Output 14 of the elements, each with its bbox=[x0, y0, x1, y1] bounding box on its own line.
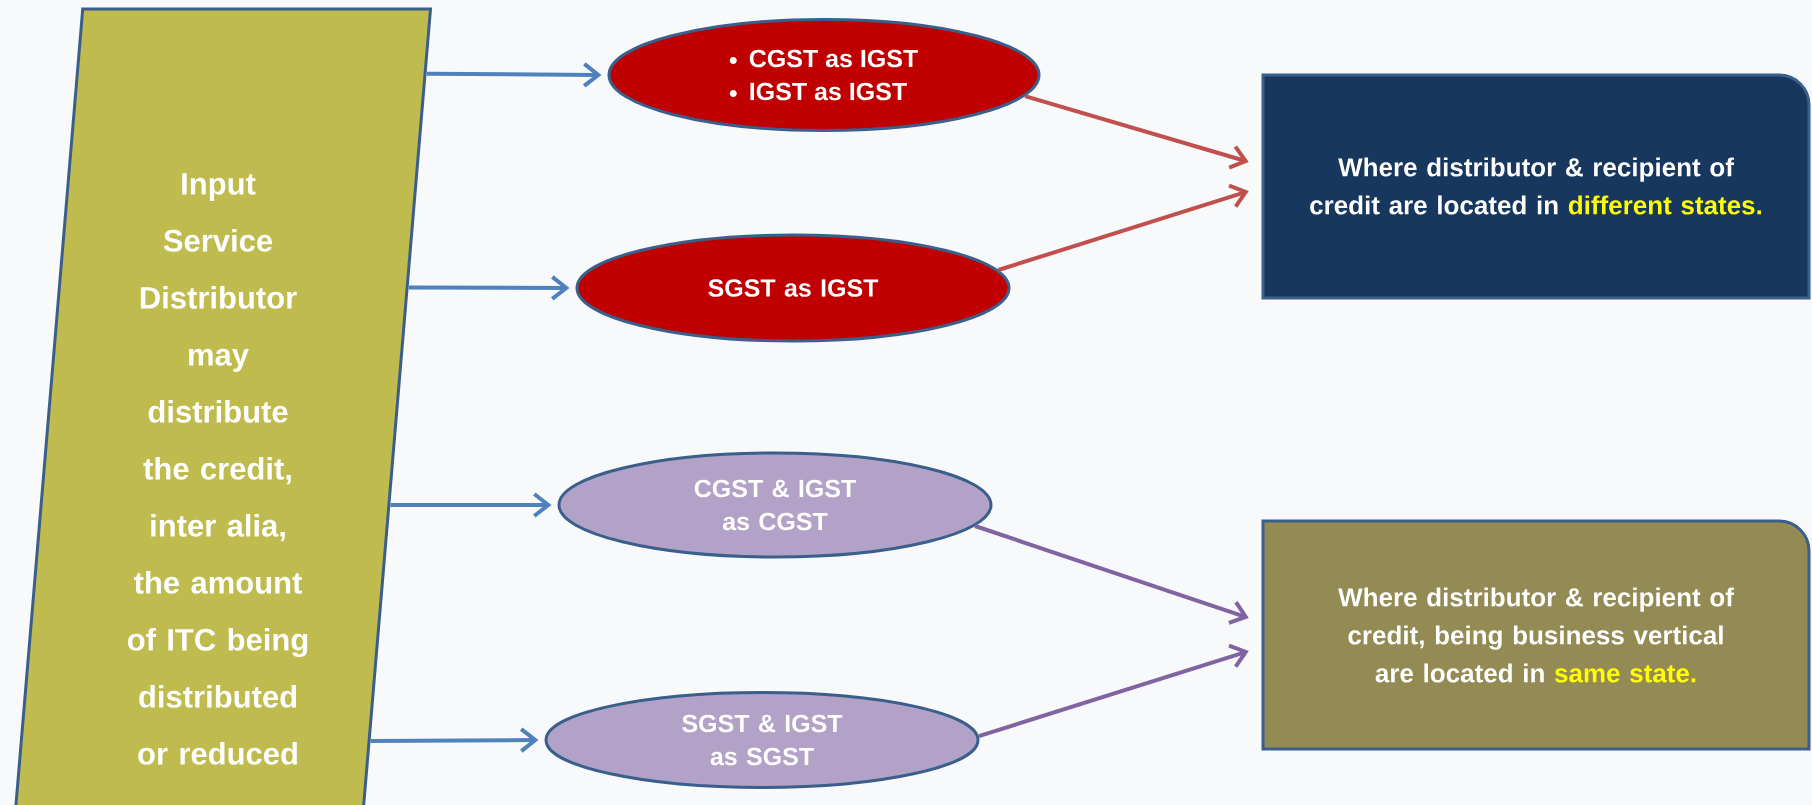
ellipse-node: SGST as IGST bbox=[575, 233, 1011, 343]
ellipse-node: SGST & IGST as SGST bbox=[544, 691, 980, 789]
arrow bbox=[1024, 94, 1249, 170]
text-box: Where distributor & recipient of credit, being business vertical are located in same state. bbox=[1261, 519, 1811, 751]
text-box: Where distributor & recipient of credit are located in different states. bbox=[1261, 73, 1811, 300]
arrow bbox=[974, 524, 1249, 625]
arrow bbox=[408, 275, 570, 301]
arrow bbox=[370, 727, 539, 753]
arrow bbox=[997, 183, 1249, 272]
arrow bbox=[426, 62, 602, 88]
arrow bbox=[978, 643, 1249, 739]
ellipse-node: CGST & IGST as CGST bbox=[557, 451, 993, 559]
arrow bbox=[390, 492, 552, 518]
ellipse-node: CGST as IGST IGST as IGST bbox=[607, 18, 1041, 132]
